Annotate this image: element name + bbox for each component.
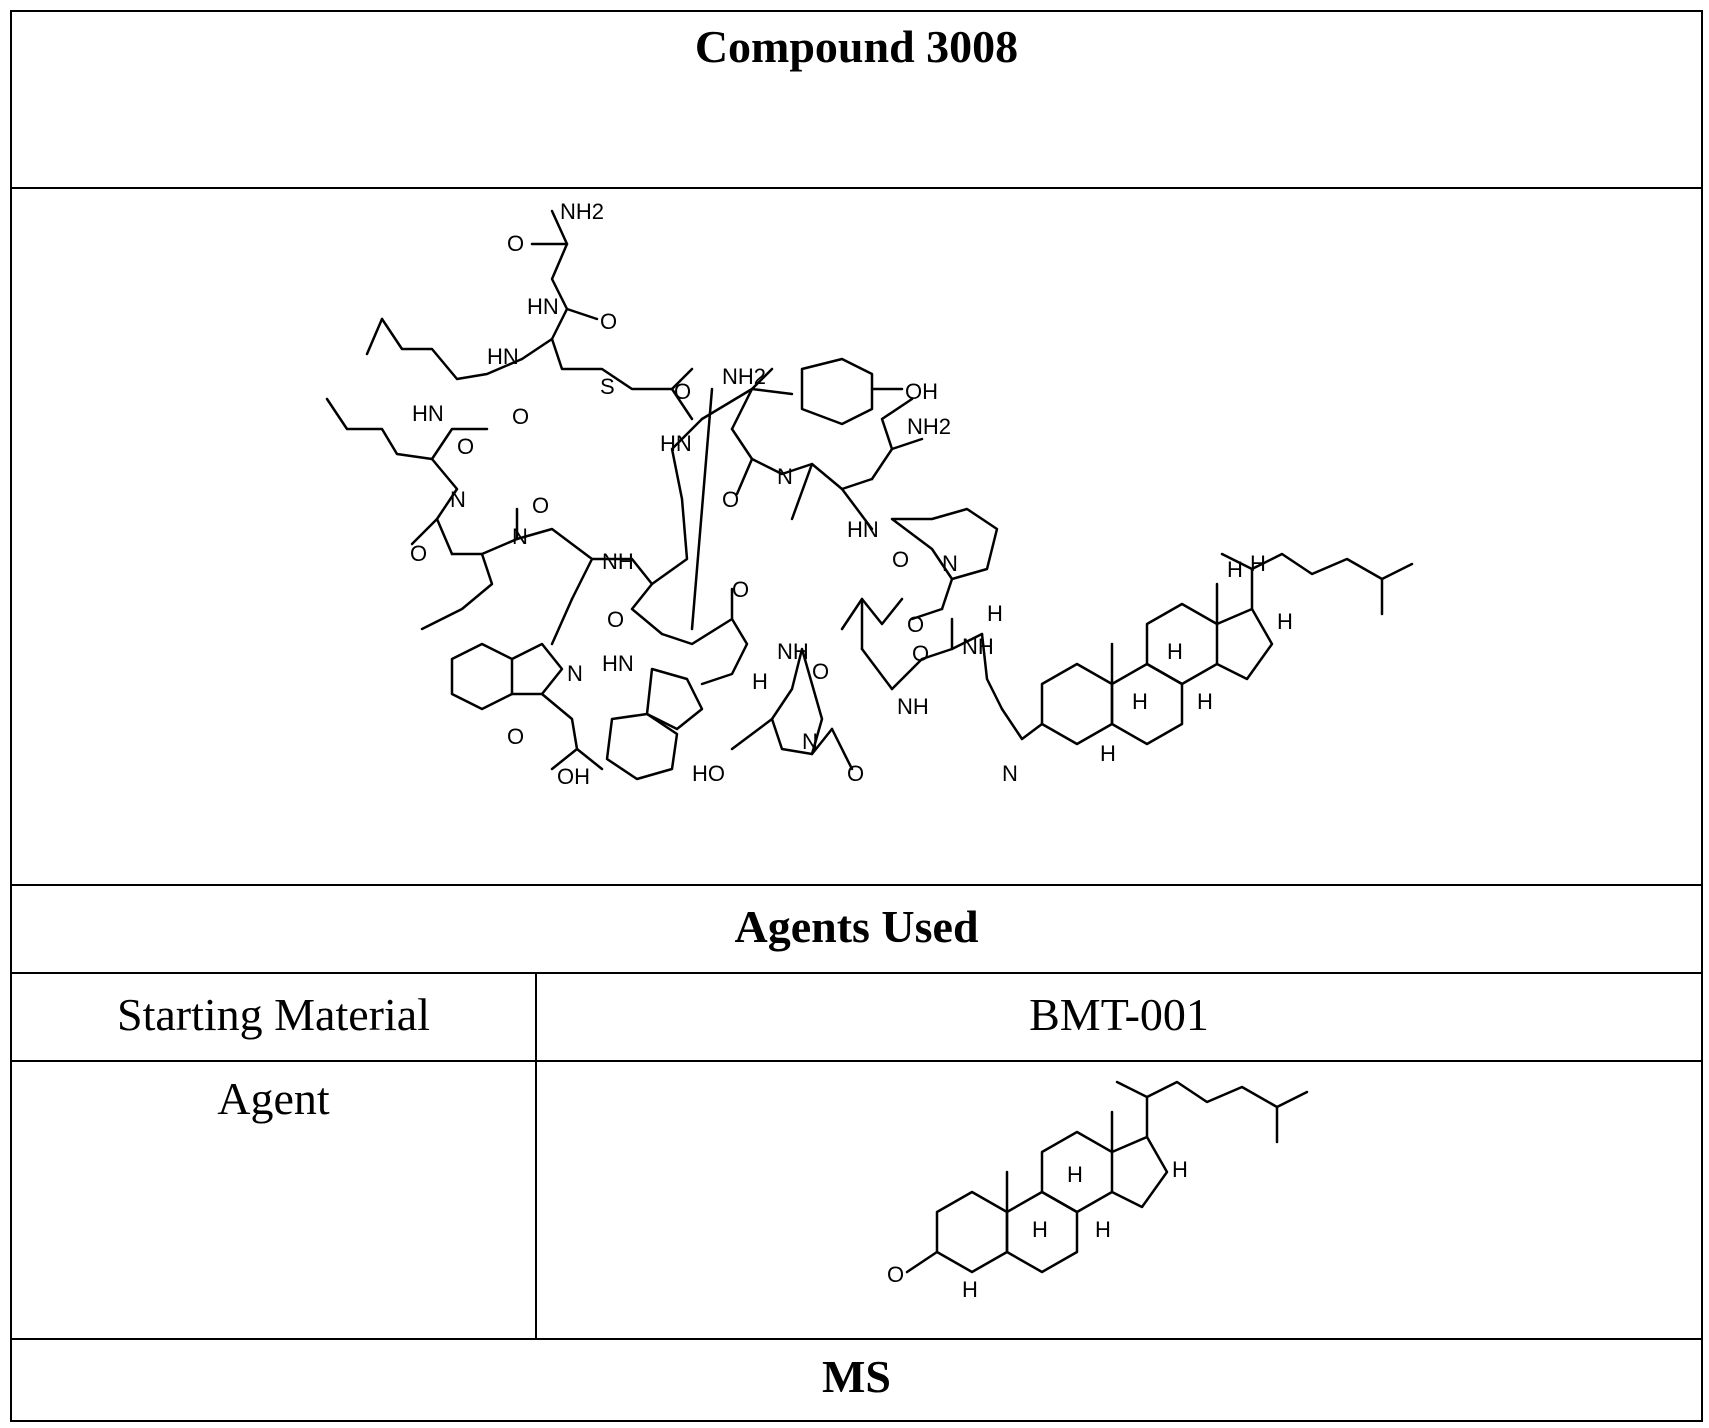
- atom-label: S: [600, 374, 615, 399]
- atom-label: O: [507, 231, 524, 256]
- agent-row: Agent O H H H H H: [12, 1062, 1701, 1340]
- atom-label: O: [887, 1262, 904, 1287]
- agents-header: Agents Used: [12, 904, 1701, 950]
- atom-label: N: [1002, 761, 1018, 786]
- structure-row: NH2 O HN O HN S O NH2 OH NH2 O HN O HN O…: [12, 189, 1701, 886]
- atom-label: H: [1032, 1217, 1048, 1242]
- atom-label: O: [507, 724, 524, 749]
- atom-label: H: [1250, 551, 1266, 576]
- atom-label: NH: [602, 549, 634, 574]
- atom-label: O: [674, 379, 691, 404]
- atom-label: H: [1095, 1217, 1111, 1242]
- atom-label: HN: [487, 344, 519, 369]
- starting-material-label: Starting Material: [12, 992, 535, 1038]
- atom-label: NH: [962, 634, 994, 659]
- title-row: Compound 3008: [12, 12, 1701, 189]
- atom-label: O: [600, 309, 617, 334]
- ms-row: MS: [12, 1340, 1701, 1420]
- starting-material-value: BMT-001: [537, 992, 1701, 1038]
- atom-label: H: [1197, 689, 1213, 714]
- atom-label: HN: [527, 294, 559, 319]
- starting-material-row: Starting Material BMT-001: [12, 974, 1701, 1062]
- atom-label: N: [777, 464, 793, 489]
- compound-structure-drawing: NH2 O HN O HN S O NH2 OH NH2 O HN O HN O…: [12, 189, 1701, 882]
- atom-label: N: [567, 661, 583, 686]
- atom-label: N: [450, 487, 466, 512]
- atom-label: O: [812, 659, 829, 684]
- atom-label: N: [802, 729, 818, 754]
- atom-label: H: [1277, 609, 1293, 634]
- atom-label: H: [1100, 741, 1116, 766]
- atom-label: OH: [905, 379, 938, 404]
- compound-table: Compound 3008: [10, 10, 1703, 1422]
- atom-label: NH2: [560, 199, 604, 224]
- atom-label: O: [907, 612, 924, 637]
- atom-label: H: [1132, 689, 1148, 714]
- atom-label: HN: [660, 431, 692, 456]
- atom-label: H: [1167, 639, 1183, 664]
- ms-header: MS: [12, 1354, 1701, 1400]
- atom-label: O: [722, 487, 739, 512]
- atom-label: NH2: [907, 414, 951, 439]
- atom-label: O: [410, 541, 427, 566]
- atom-label: O: [607, 607, 624, 632]
- atom-label: O: [457, 434, 474, 459]
- atom-label: HN: [412, 401, 444, 426]
- agents-header-row: Agents Used: [12, 886, 1701, 974]
- atom-label: N: [512, 524, 528, 549]
- compound-title: Compound 3008: [12, 24, 1701, 70]
- atom-label: O: [847, 761, 864, 786]
- atom-label: O: [912, 641, 929, 666]
- atom-label: NH: [897, 694, 929, 719]
- atom-label: H: [962, 1277, 978, 1302]
- atom-label: O: [732, 577, 749, 602]
- atom-label: HN: [847, 517, 879, 542]
- atom-label: O: [892, 547, 909, 572]
- atom-label: O: [532, 493, 549, 518]
- atom-label: HO: [692, 761, 725, 786]
- atom-label: H: [987, 601, 1003, 626]
- atom-label: NH2: [722, 364, 766, 389]
- agent-structure-drawing: O H H H H H: [537, 1062, 1701, 1336]
- atom-label: NH: [777, 639, 809, 664]
- atom-label: H: [1067, 1162, 1083, 1187]
- atom-label: HN: [602, 651, 634, 676]
- agent-label: Agent: [12, 1076, 535, 1122]
- atom-label: N: [942, 551, 958, 576]
- atom-label: H: [1172, 1157, 1188, 1182]
- atom-label: OH: [557, 764, 590, 789]
- atom-label: O: [512, 404, 529, 429]
- atom-label: H: [752, 669, 768, 694]
- atom-label: H: [1227, 557, 1243, 582]
